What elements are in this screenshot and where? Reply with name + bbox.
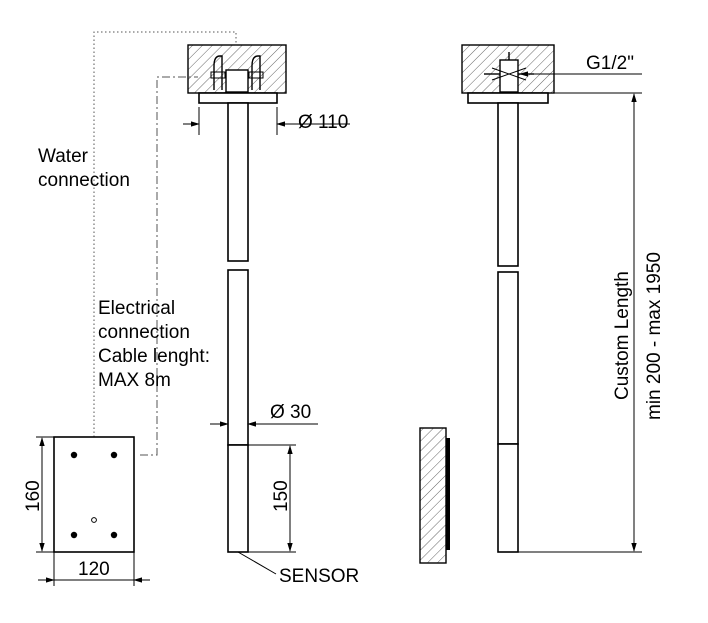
diameter-symbol-30: Ø <box>270 402 285 423</box>
wall-sensor-plate <box>446 438 450 550</box>
electrical-box: 160 120 <box>23 436 150 586</box>
dim-pipe-diameter: 30 <box>290 402 311 423</box>
wall-sensor <box>419 427 450 564</box>
valve-body-left <box>225 69 249 93</box>
water-label-line2: connection <box>38 170 130 191</box>
valve-pipe-left <box>213 55 223 90</box>
dim-sensor-length: 150 <box>271 480 292 512</box>
flange-left <box>198 92 278 104</box>
dim-box-width: 120 <box>78 559 110 580</box>
dim-box-height: 160 <box>23 480 44 512</box>
box-screw <box>70 531 78 539</box>
custom-length-line1: Custom Length <box>612 271 633 400</box>
pipe-lower-right <box>497 271 519 445</box>
sensor-label: SENSOR <box>279 566 359 587</box>
connection-lines <box>93 31 237 456</box>
electrical-label-line2: connection <box>98 322 190 343</box>
diameter-symbol-110: Ø <box>298 112 313 133</box>
sensor-section <box>227 444 249 553</box>
box-screw <box>110 451 118 459</box>
sensor-section-right <box>497 443 519 553</box>
electrical-label-line1: Electrical <box>98 298 175 319</box>
custom-length-line2: min 200 - max 1950 <box>644 252 665 420</box>
electrical-label-line3: Cable lenght: <box>98 346 210 367</box>
box-screw <box>70 451 78 459</box>
water-label-line1: Water <box>38 146 89 167</box>
pipe-upper-right <box>497 102 519 267</box>
box-led <box>91 517 97 523</box>
wall-section <box>419 427 447 564</box>
box-screw <box>110 531 118 539</box>
pipe-lower-left <box>227 269 249 446</box>
side-view: G1/2" Custom Length min 200 - max 1950 <box>461 44 665 553</box>
thread-label: G1/2" <box>586 53 634 74</box>
electrical-label-line4: MAX 8m <box>98 370 171 391</box>
front-view: Ø 110 Ø 30 150 SENSOR <box>183 44 359 587</box>
valve-pipe-right <box>251 55 261 90</box>
electrical-box-body <box>53 436 135 553</box>
dim-head-diameter: 110 <box>318 112 348 133</box>
flange-right <box>467 92 549 104</box>
pipe-upper-left <box>227 102 249 262</box>
